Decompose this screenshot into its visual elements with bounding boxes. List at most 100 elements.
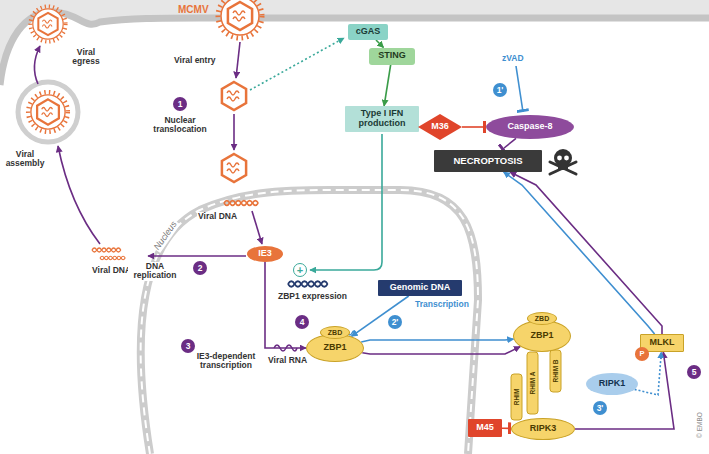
activation-arrow <box>265 262 306 348</box>
domain-label: RHIM B <box>552 359 559 382</box>
callout-number: 5 <box>687 365 701 379</box>
phospho-dot: P <box>635 347 650 361</box>
node-label: RIPK3 <box>530 424 557 434</box>
sensing-arrow <box>250 38 344 90</box>
activation-arrow <box>575 352 674 429</box>
egress-virion <box>30 6 65 41</box>
virus-name: MCMV <box>178 4 209 15</box>
step-label: DNA replication <box>128 262 182 281</box>
inhibition-line <box>516 66 523 112</box>
viral-protein-oval: IE3 <box>247 246 283 262</box>
capsid <box>222 82 246 110</box>
node-text: RIPK1 <box>599 379 626 389</box>
protein-oval: ZBP1ZBD <box>513 320 571 352</box>
callout-number: 4 <box>295 315 309 329</box>
node-label: ZBP1 <box>323 343 346 353</box>
induction-symbol: + <box>293 263 307 277</box>
extracellular-space <box>0 0 709 85</box>
domain-oval: ZBD <box>320 326 350 339</box>
node-label: Genomic DNA <box>390 283 451 293</box>
process-box: Type I IFN production <box>345 106 419 132</box>
node-text: IE3 <box>258 249 272 259</box>
callout-number: 1' <box>493 83 507 97</box>
gene-label: ZBP1 expression <box>278 292 347 301</box>
skull-symbol <box>550 149 576 174</box>
activation-arrow <box>362 347 520 354</box>
step-label: Viral entry <box>174 56 215 65</box>
nuclear-envelope <box>141 190 478 454</box>
node-label: ZBD <box>328 329 342 337</box>
molecule-label: Viral DNA <box>92 266 131 275</box>
node-text: ZBD <box>535 315 549 323</box>
plasma-membrane <box>0 12 709 85</box>
node-text: Caspase-8 <box>507 122 552 132</box>
node-label: M45 <box>476 423 494 433</box>
node-label: NECROPTOSIS <box>454 156 523 166</box>
node-label: Caspase-8 <box>507 122 552 132</box>
node-text: ZBP1 <box>530 331 553 341</box>
assembly-vesicle <box>18 82 78 142</box>
kinase-oval: RIPK1 <box>586 373 638 395</box>
node-text: M36 <box>431 122 449 132</box>
genome-box: Genomic DNA <box>378 280 462 296</box>
step-label: Viral egress <box>68 48 104 67</box>
molecule-label: Viral DNA <box>197 212 238 221</box>
inhibition-connector <box>462 126 486 128</box>
activation-arrow <box>384 65 391 107</box>
viral-dna <box>100 256 125 260</box>
node-text: RIPK3 <box>530 424 557 434</box>
node-text: STING <box>378 51 406 61</box>
sensor-box: cGAS <box>348 24 388 40</box>
node-label: Type I IFN production <box>350 109 414 129</box>
node-text: Type I IFN production <box>350 109 414 129</box>
node-label: P <box>639 350 644 358</box>
nuclear-pores <box>141 190 478 454</box>
step-label: Nuclear translocation <box>150 116 210 135</box>
lifecycle-arrows <box>34 42 262 256</box>
node-text: MLKL <box>650 338 675 348</box>
capsid-at-pore <box>222 154 246 182</box>
node-text: ZBP1 <box>323 343 346 353</box>
step-label: Transcription <box>415 300 469 309</box>
node-label: M36 <box>431 122 449 132</box>
rhim-domain <box>527 352 538 414</box>
node-text: P <box>639 350 644 358</box>
adaptor-box: STING <box>369 48 415 65</box>
inhibition-connector <box>502 427 511 429</box>
assembling-virion <box>28 92 68 132</box>
molecule-label: Viral RNA <box>268 356 307 365</box>
step-label: Viral assembly <box>2 150 48 169</box>
node-text: Genomic DNA <box>390 283 451 293</box>
callout-number: 3 <box>181 339 195 353</box>
node-label: STING <box>378 51 406 61</box>
node-text: cGAS <box>356 27 381 37</box>
node-label: cGAS <box>356 27 381 37</box>
callout-number: 1 <box>173 97 187 111</box>
activation-arrow <box>361 339 513 342</box>
domain-label: RHIM <box>513 389 520 406</box>
domain-oval: ZBD <box>527 312 557 325</box>
activation-arrow <box>376 40 384 48</box>
rhim-domain <box>550 350 561 392</box>
rhim-domain <box>511 374 522 420</box>
node-text: NECROPTOSIS <box>454 156 523 166</box>
activation-arrow <box>351 296 408 336</box>
zbp1-gene <box>288 281 328 287</box>
activation-arrow <box>504 172 655 334</box>
callout-number: 2' <box>388 315 402 329</box>
inhibition-connector <box>502 138 516 150</box>
ifn-signal-arrow <box>310 134 382 270</box>
mcmv-virion <box>218 0 262 38</box>
kinase-oval: RIPK3 <box>511 418 575 440</box>
copyright-note: © EMBO <box>696 412 703 438</box>
node-label: IE3 <box>258 249 272 259</box>
node-label: ZBP1 <box>530 331 553 341</box>
viral-inhibitor-diamond: M36 <box>418 114 462 140</box>
node-text: M45 <box>476 423 494 433</box>
viral-dna <box>224 201 258 206</box>
node-label: RIPK1 <box>599 379 626 389</box>
domain-label: RHIM A <box>529 372 536 395</box>
inhibitor-label: zVAD <box>502 54 524 63</box>
callout-number: 3' <box>593 401 607 415</box>
node-label: MLKL <box>650 338 675 348</box>
